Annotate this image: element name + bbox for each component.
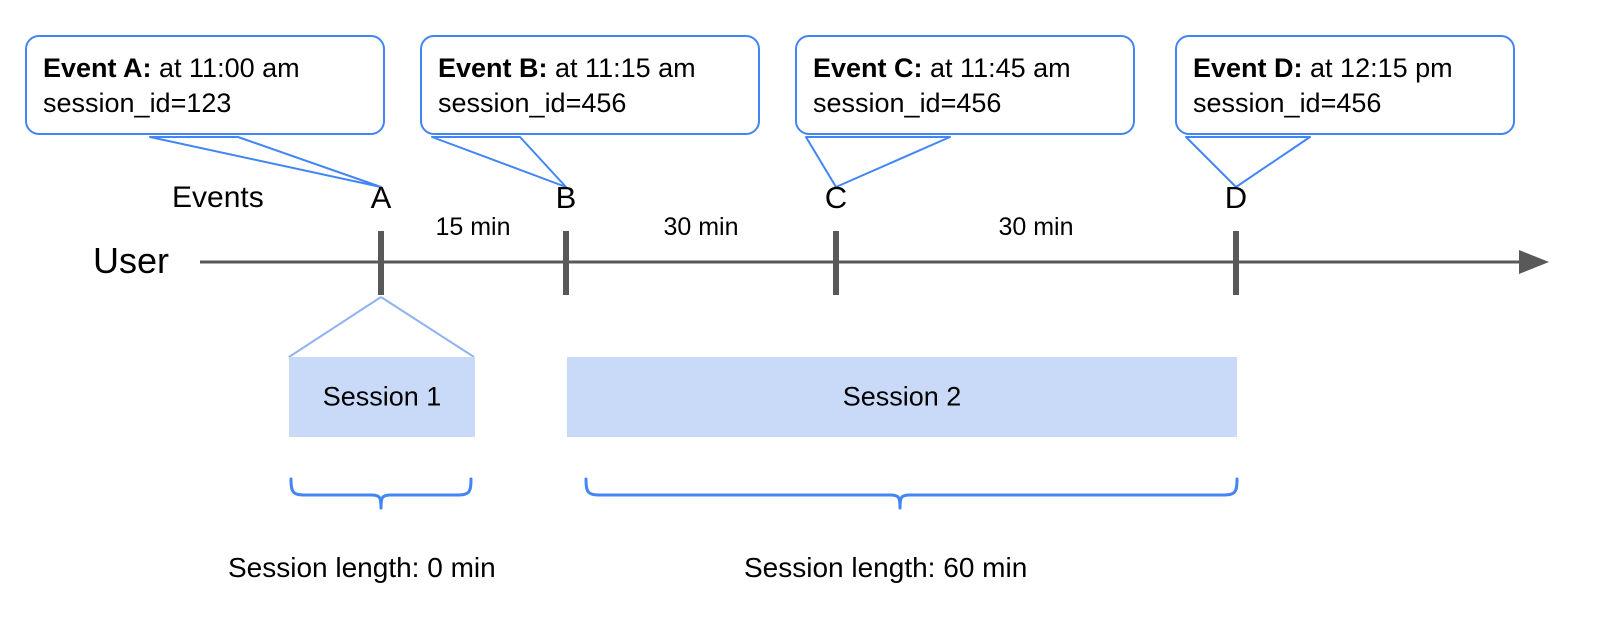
callout-tail-c	[805, 136, 951, 188]
tick-label-c: C	[824, 180, 848, 215]
callout-c-bold: Event C:	[813, 53, 923, 83]
callout-tail-d	[1185, 136, 1311, 188]
callout-c-rest: at 11:45 am	[922, 53, 1071, 83]
row-label-events: Events	[172, 181, 264, 214]
callout-c-line2: session_id=456	[813, 88, 1002, 119]
callout-event-a[interactable]: Event A: at 11:00 am session_id=123	[25, 35, 385, 136]
callout-d-rest: at 12:15 pm	[1302, 53, 1453, 83]
session-1-funnel	[288, 296, 475, 358]
callout-event-b[interactable]: Event B: at 11:15 am session_id=456	[420, 35, 760, 136]
session-2-brace	[584, 477, 1239, 510]
interval-label-b-c: 30 min	[663, 213, 739, 241]
row-label-user: User	[93, 240, 170, 281]
callout-event-c[interactable]: Event C: at 11:45 am session_id=456	[795, 35, 1135, 136]
session-1-label: Session 1	[322, 381, 442, 412]
callout-b-line1: Event B: at 11:15 am	[438, 51, 742, 86]
interval-label-c-d: 30 min	[998, 213, 1074, 241]
callout-a-line2: session_id=123	[43, 88, 232, 119]
callout-tail-a	[149, 136, 382, 188]
callout-tail-b	[431, 136, 567, 188]
interval-label-a-b: 15 min	[435, 213, 511, 241]
session-2-label: Session 2	[842, 381, 962, 412]
callout-a-line1: Event A: at 11:00 am	[43, 51, 367, 86]
tick-label-a: A	[370, 180, 392, 215]
callout-c-line1: Event C: at 11:45 am	[813, 51, 1117, 86]
session-2-length-label: Session length: 60 min	[744, 552, 1028, 583]
callout-event-d[interactable]: Event D: at 12:15 pm session_id=456	[1175, 35, 1515, 136]
session-1-length-label: Session length: 0 min	[228, 552, 496, 583]
callout-a-bold: Event A:	[43, 53, 152, 83]
session-1-brace	[289, 477, 473, 510]
callout-b-bold: Event B:	[438, 53, 548, 83]
callout-d-bold: Event D:	[1193, 53, 1303, 83]
callout-a-rest: at 11:00 am	[151, 53, 300, 83]
session-bar-2[interactable]: Session 2	[567, 357, 1237, 437]
callout-d-line1: Event D: at 12:15 pm	[1193, 51, 1497, 86]
tick-label-b: B	[555, 180, 577, 215]
tick-label-d: D	[1224, 180, 1248, 215]
callout-d-line2: session_id=456	[1193, 88, 1382, 119]
callout-b-line2: session_id=456	[438, 88, 627, 119]
callout-b-rest: at 11:15 am	[547, 53, 696, 83]
session-bar-1[interactable]: Session 1	[289, 357, 475, 437]
